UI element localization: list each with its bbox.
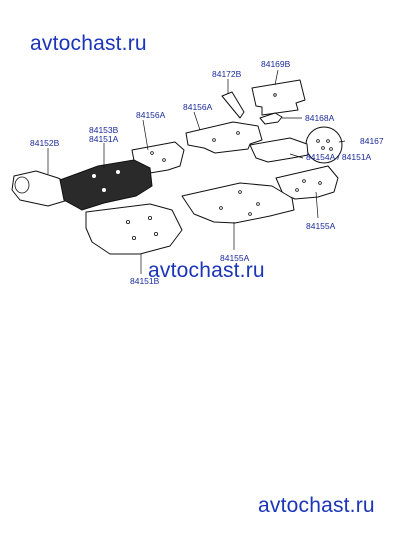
- part-84151B[interactable]: [85, 203, 183, 255]
- label-84151A: 84151A: [89, 134, 119, 144]
- label-84153B: 84153B: [89, 125, 119, 135]
- part-84168A[interactable]: [259, 112, 283, 125]
- part-84155A-center[interactable]: [181, 182, 295, 224]
- label-84168A: 84168A: [305, 113, 335, 123]
- label-84167: 84167: [360, 136, 384, 146]
- leader-lines: [47, 69, 346, 274]
- part-84167[interactable]: [305, 126, 343, 164]
- part-84169B[interactable]: [251, 79, 306, 116]
- label-84151B: 84151B: [130, 276, 160, 286]
- label-84169B: 84169B: [261, 59, 291, 69]
- part-84155A-right[interactable]: [275, 165, 339, 200]
- label-84156A-right: 84156A: [183, 102, 213, 112]
- watermark-top: avtochast.ru: [30, 32, 147, 55]
- part-84172B[interactable]: [221, 91, 245, 119]
- label-84155A-center: 84155A: [220, 253, 250, 263]
- part-84154A-84151A[interactable]: [249, 137, 309, 163]
- label-84156A-left: 84156A: [136, 110, 166, 120]
- label-84152B: 84152B: [30, 138, 60, 148]
- label-84172B: 84172B: [212, 69, 242, 79]
- label-84154A-84151A: 84154A / 84151A: [306, 152, 372, 162]
- part-labels: 84169B 84172B 84168A 84167 84156A 84156A…: [30, 59, 384, 286]
- part-84156A-right[interactable]: [185, 121, 263, 154]
- part-84153B-84151A[interactable]: [59, 159, 153, 211]
- watermark-bottom: avtochast.ru: [258, 494, 375, 517]
- label-84155A-right: 84155A: [306, 221, 336, 231]
- watermark-middle: avtochast.ru: [148, 259, 265, 282]
